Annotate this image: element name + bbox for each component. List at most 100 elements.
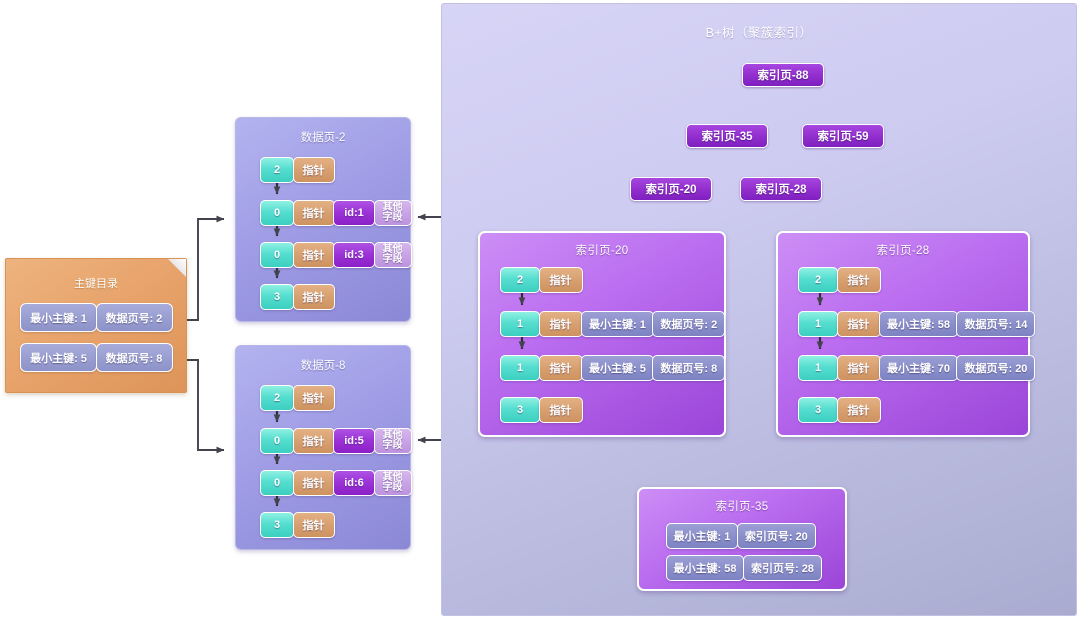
tree-node-index-28[interactable]: 索引页-28: [740, 177, 822, 201]
slot-cell: 0: [260, 428, 294, 454]
other-fields-cell: 其他字段: [373, 428, 412, 454]
slot-cell: 3: [260, 512, 294, 538]
index-panel-20-row-0[interactable]: 2 指针: [500, 267, 583, 293]
index-panel-35: 索引页-35 最小主键: 1 索引页号: 20 最小主键: 58 索引页号: 2…: [637, 487, 847, 591]
tree-node-index-20[interactable]: 索引页-20: [630, 177, 712, 201]
slot-cell: 0: [260, 200, 294, 226]
other-fields-line-2: 字段: [382, 212, 403, 223]
data-page-8-row-0[interactable]: 2 指针: [260, 385, 335, 411]
index-panel-28-row-3[interactable]: 3 指针: [798, 397, 881, 423]
index-panel-20-row-1[interactable]: 1 指针 最小主键: 1 数据页号: 2: [500, 311, 726, 337]
record-id-cell: id:5: [333, 428, 375, 454]
primary-key-directory: 主键目录 最小主键: 1 数据页号: 2 最小主键: 5 数据页号: 8: [5, 258, 187, 393]
page-no-cell: 数据页号: 8: [95, 343, 173, 372]
min-key-cell: 最小主键: 1: [665, 523, 739, 549]
tree-node-index-35[interactable]: 索引页-35: [686, 124, 768, 148]
pointer-cell: 指针: [836, 311, 881, 337]
other-fields-cell: 其他字段: [373, 200, 412, 226]
page-no-cell: 索引页号: 20: [736, 523, 816, 549]
slot-cell: 0: [260, 470, 294, 496]
data-page-8-row-2[interactable]: 0 指针 id:6 其他字段: [260, 470, 412, 496]
page-no-cell: 数据页号: 2: [652, 311, 726, 337]
index-panel-28: 索引页-28 2 指针 1 指针 最小主键: 58 数据页号: 14 1 指针 …: [776, 231, 1036, 437]
slot-cell: 2: [260, 385, 294, 411]
data-page-8-row-1[interactable]: 0 指针 id:5 其他字段: [260, 428, 412, 454]
other-fields-line-1: 其他: [382, 201, 403, 213]
slot-cell: 2: [798, 267, 838, 293]
primary-key-directory-title: 主键目录: [74, 278, 118, 290]
pointer-cell: 指针: [836, 355, 881, 381]
pointer-cell: 指针: [292, 385, 335, 411]
tree-node-index-59[interactable]: 索引页-59: [802, 124, 884, 148]
data-page-8: 数据页-8 2 指针 0 指针 id:5 其他字段 0 指针 id:6 其他字段…: [235, 345, 412, 550]
slot-cell: 3: [260, 284, 294, 310]
pointer-cell: 指针: [292, 512, 335, 538]
index-panel-20-row-3[interactable]: 3 指针: [500, 397, 583, 423]
data-page-2-row-2[interactable]: 0 指针 id:3 其他字段: [260, 242, 412, 268]
pointer-cell: 指针: [538, 397, 583, 423]
other-fields-line-1: 其他: [382, 429, 403, 441]
pointer-cell: 指针: [292, 157, 335, 183]
other-fields-line-2: 字段: [382, 440, 403, 451]
other-fields-cell: 其他字段: [373, 242, 412, 268]
slot-cell: 3: [500, 397, 540, 423]
data-page-2-title: 数据页-2: [300, 132, 346, 144]
page-no-cell: 数据页号: 20: [956, 355, 1036, 381]
pointer-cell: 指针: [292, 242, 335, 268]
index-panel-35-row-0[interactable]: 最小主键: 1 索引页号: 20: [665, 523, 816, 549]
data-page-2-row-1[interactable]: 0 指针 id:1 其他字段: [260, 200, 412, 226]
slot-cell: 1: [798, 355, 838, 381]
slot-cell: 1: [798, 311, 838, 337]
data-page-2-row-0[interactable]: 2 指针: [260, 157, 335, 183]
index-panel-28-row-1[interactable]: 1 指针 最小主键: 58 数据页号: 14: [798, 311, 1036, 337]
min-key-cell: 最小主键: 5: [20, 343, 97, 372]
slot-cell: 2: [500, 267, 540, 293]
index-panel-20-row-2[interactable]: 1 指针 最小主键: 5 数据页号: 8: [500, 355, 726, 381]
index-panel-35-title: 索引页-35: [715, 501, 769, 513]
page-no-cell: 数据页号: 2: [95, 303, 173, 332]
page-no-cell: 数据页号: 8: [652, 355, 726, 381]
edge-dir2-to-datapage8: [187, 359, 225, 454]
slot-cell: 2: [260, 157, 294, 183]
pointer-cell: 指针: [292, 428, 335, 454]
index-panel-28-title: 索引页-28: [876, 245, 930, 257]
record-id-cell: id:6: [333, 470, 375, 496]
min-key-cell: 最小主键: 5: [581, 355, 654, 381]
data-page-2-row-3[interactable]: 3 指针: [260, 284, 335, 310]
min-key-cell: 最小主键: 58: [665, 555, 745, 581]
data-page-8-row-3[interactable]: 3 指针: [260, 512, 335, 538]
index-panel-20: 索引页-20 2 指针 1 指针 最小主键: 1 数据页号: 2 1 指针 最小…: [478, 231, 726, 437]
min-key-cell: 最小主键: 1: [20, 303, 97, 332]
tree-node-index-88[interactable]: 索引页-88: [742, 63, 824, 87]
slot-cell: 0: [260, 242, 294, 268]
other-fields-line-2: 字段: [382, 482, 403, 493]
other-fields-line-1: 其他: [382, 243, 403, 255]
pointer-cell: 指针: [292, 470, 335, 496]
pointer-cell: 指针: [292, 200, 335, 226]
edge-dir1-to-datapage2: [187, 215, 225, 321]
index-panel-20-title: 索引页-20: [575, 245, 629, 257]
slot-cell: 3: [798, 397, 838, 423]
pointer-cell: 指针: [538, 267, 583, 293]
pointer-cell: 指针: [538, 355, 583, 381]
data-page-8-title: 数据页-8: [300, 360, 346, 372]
pointer-cell: 指针: [538, 311, 583, 337]
slot-cell: 1: [500, 311, 540, 337]
index-panel-28-row-0[interactable]: 2 指针: [798, 267, 881, 293]
min-key-cell: 最小主键: 70: [879, 355, 958, 381]
index-panel-35-row-1[interactable]: 最小主键: 58 索引页号: 28: [665, 555, 822, 581]
page-no-cell: 数据页号: 14: [956, 311, 1036, 337]
min-key-cell: 最小主键: 1: [581, 311, 654, 337]
btree-title: B+树（聚簇索引）: [705, 26, 813, 40]
pointer-cell: 指针: [292, 284, 335, 310]
record-id-cell: id:3: [333, 242, 375, 268]
pointer-cell: 指针: [836, 267, 881, 293]
index-panel-28-row-2[interactable]: 1 指针 最小主键: 70 数据页号: 20: [798, 355, 1036, 381]
min-key-cell: 最小主键: 58: [879, 311, 958, 337]
primary-key-directory-row-0[interactable]: 最小主键: 1 数据页号: 2: [20, 303, 173, 332]
primary-key-directory-row-1[interactable]: 最小主键: 5 数据页号: 8: [20, 343, 173, 372]
slot-cell: 1: [500, 355, 540, 381]
other-fields-line-1: 其他: [382, 471, 403, 483]
page-no-cell: 索引页号: 28: [742, 555, 822, 581]
